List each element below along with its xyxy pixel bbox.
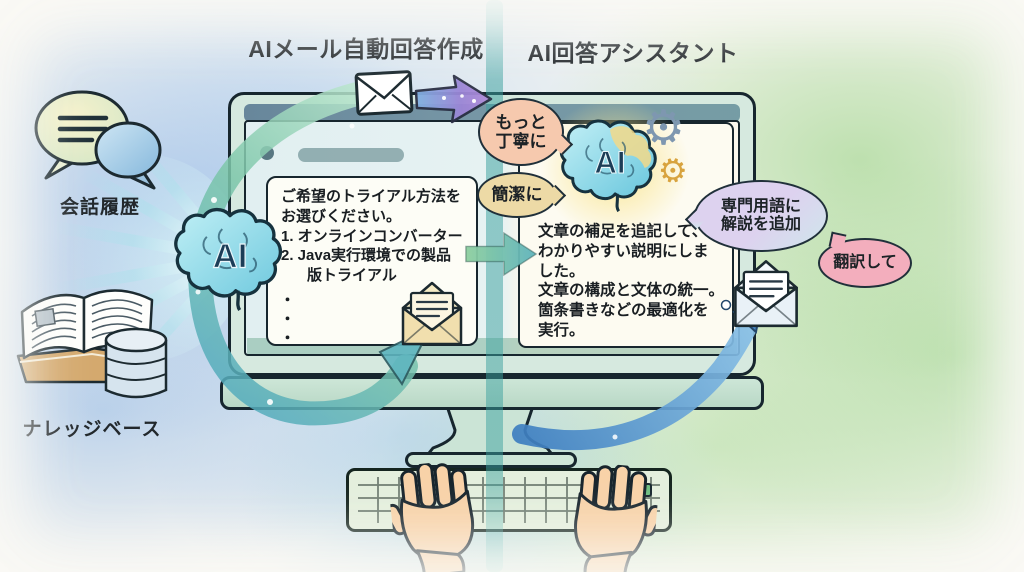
ai-brain-left: AI (174, 207, 283, 312)
send-arrow-top (414, 74, 493, 124)
title-left: AIメール自動回答作成 (248, 36, 484, 62)
request-line: 2. Java実行環境での製品 (281, 247, 452, 265)
browser-url-pill (298, 148, 404, 162)
conversation-history-label: 会話履歴 (59, 197, 140, 218)
typing-hand-left (386, 462, 475, 572)
envelope-open-cream (401, 281, 463, 346)
bubble-tail (828, 231, 847, 250)
knowledge-base-icon (16, 289, 168, 399)
bubble-text: 専門用語に 解説を追加 (720, 198, 801, 233)
bubble-text: 翻訳して (833, 254, 897, 272)
bubble-text: もっと 丁寧に (495, 112, 547, 151)
request-line: ご希望のトライアル方法を (281, 188, 461, 205)
transform-arrow-center (465, 231, 538, 277)
ai-brain-right: AI (559, 119, 657, 213)
gear-icon-large: ⚙ (642, 100, 686, 156)
bubble-more-polite: もっと 丁寧に (478, 98, 574, 166)
bubble-jargon-explanation: 専門用語に 解説を追加 (684, 180, 828, 252)
bubble-concise: 簡潔に (477, 172, 567, 218)
bubble-text: 簡潔に (491, 185, 543, 205)
ai-text: AI (594, 145, 625, 180)
typing-hand-right (574, 463, 661, 572)
request-line: お選びください。 (281, 207, 402, 225)
envelope-open-white (734, 260, 798, 328)
title-right: AI回答アシスタント (527, 40, 739, 66)
ellipsis-dots: ・ ・ ・ (280, 292, 296, 347)
request-line: 版トライアル (307, 267, 397, 285)
ai-text: AI (213, 238, 248, 276)
request-line: 1. オンラインコンバーター (281, 227, 463, 245)
bubble-translate: 翻訳して (818, 231, 912, 288)
answer-text: 文章の補足を追記して、 わかりやすい説明にしま した。 文章の構成と文体の統一。… (538, 223, 725, 340)
chat-bubbles-icon (34, 90, 162, 190)
envelope-closed-top (354, 70, 414, 116)
knowledge-base-label: ナレッジベース (22, 419, 162, 440)
